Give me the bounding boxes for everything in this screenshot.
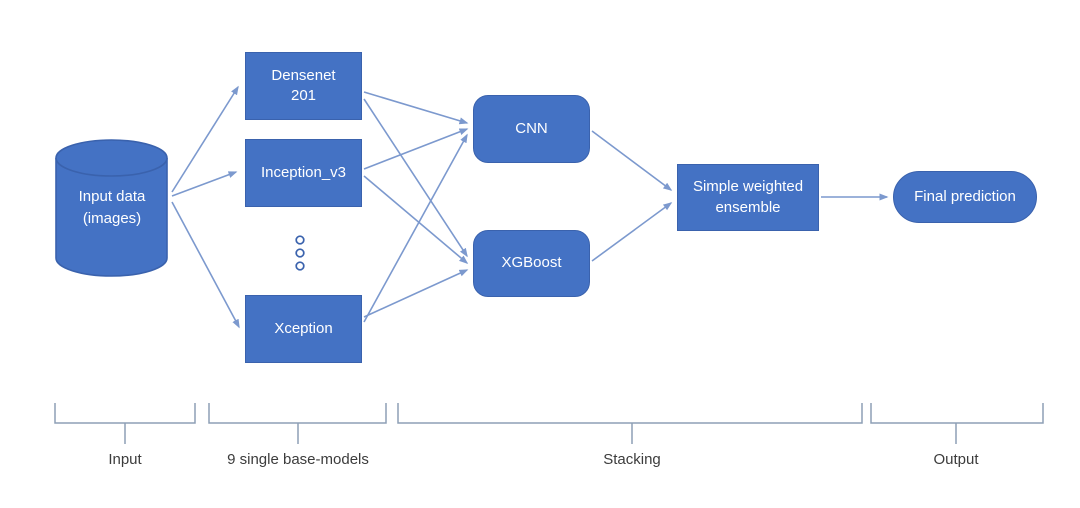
node-final-prediction-label: Final prediction <box>914 187 1016 205</box>
arrows-input-to-models <box>171 85 240 329</box>
more-models-ellipsis-icon <box>295 235 305 271</box>
node-cnn-label: CNN <box>515 119 548 137</box>
node-simple-weighted-ensemble: Simple weighted ensemble <box>677 164 819 231</box>
node-final-prediction: Final prediction <box>893 171 1037 223</box>
bracket-base-models <box>208 403 387 444</box>
node-densenet-201-label: Densenet 201 <box>271 66 336 104</box>
node-inception-v3: Inception_v3 <box>245 139 362 207</box>
stage-label-base-models: 9 single base-models <box>227 451 369 468</box>
arrow-densenet-xgboost <box>363 98 468 258</box>
bracket-input <box>54 403 196 444</box>
node-xgboost: XGBoost <box>473 230 590 297</box>
arrow-xception-xgboost <box>363 269 469 318</box>
bracket-stacking <box>397 403 863 444</box>
arrow-input-inception <box>171 171 238 197</box>
stage-brackets <box>54 403 1044 444</box>
arrow-xgboost-ensemble <box>591 202 673 262</box>
stage-label-stacking: Stacking <box>603 451 661 468</box>
node-xception: Xception <box>245 295 362 363</box>
stage-label-input: Input <box>108 451 142 468</box>
stage-label-output: Output <box>933 451 979 468</box>
node-cnn: CNN <box>473 95 590 163</box>
input-data-cylinder-icon <box>55 139 168 277</box>
arrow-cnn-ensemble <box>591 130 673 191</box>
node-densenet-201: Densenet 201 <box>245 52 362 120</box>
node-xgboost-label: XGBoost <box>501 254 562 272</box>
arrow-input-densenet <box>171 85 239 193</box>
node-inception-v3-label: Inception_v3 <box>260 163 347 181</box>
node-input-data-label: Input data (images) <box>78 188 146 227</box>
node-simple-weighted-ensemble-label: Simple weighted ensemble <box>692 178 804 216</box>
node-xception-label: Xception <box>274 319 333 337</box>
bracket-output <box>870 403 1044 444</box>
arrow-inception-cnn <box>363 128 469 170</box>
arrows-models-to-learners <box>363 91 469 323</box>
arrow-xception-cnn <box>363 133 468 323</box>
arrow-densenet-cnn <box>363 91 469 125</box>
arrow-input-xception <box>171 201 240 329</box>
arrows-to-output <box>591 130 889 262</box>
arrow-inception-xgboost <box>363 175 469 264</box>
